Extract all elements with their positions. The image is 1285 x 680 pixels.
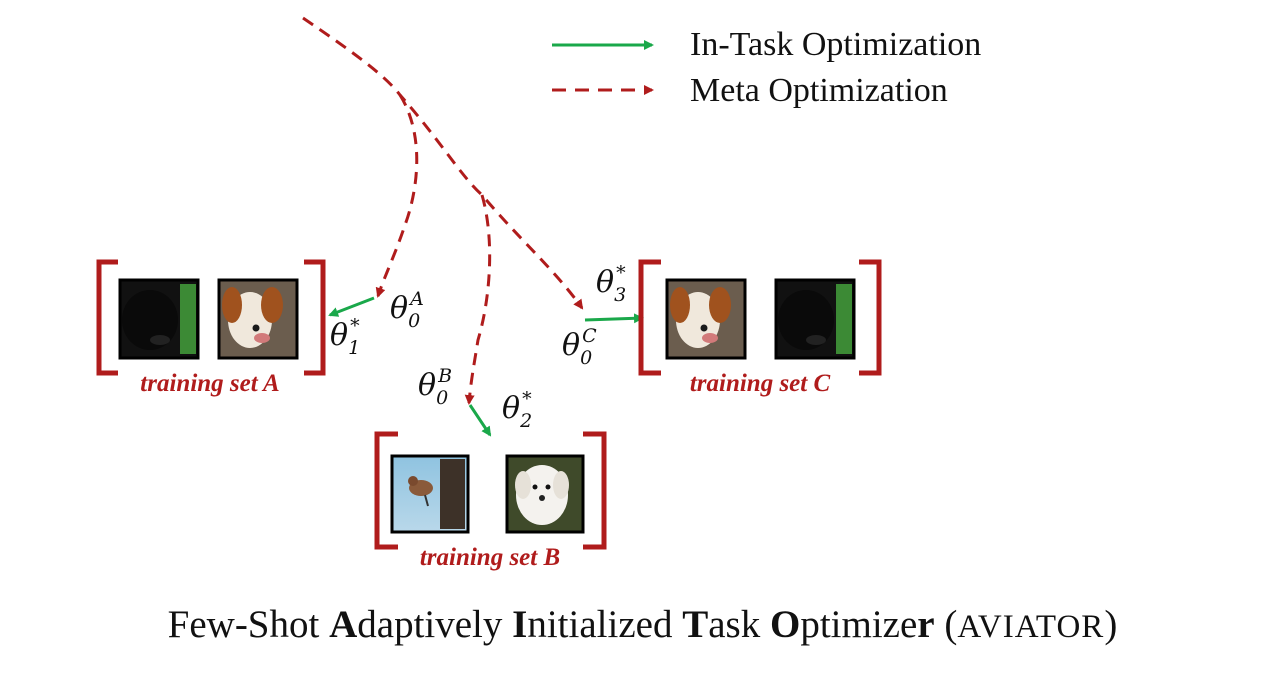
theta-2-star: θ2* <box>502 388 532 432</box>
brown-white-dog-image <box>217 278 299 360</box>
brown-white-dog-image <box>665 278 747 360</box>
legend: In-Task Optimization Meta Optimization <box>552 26 981 109</box>
meta-optimization-paths <box>302 16 584 405</box>
in-task-arrow-a <box>328 296 375 317</box>
theta-1-star: θ1* <box>330 315 360 359</box>
theta-0-c: θ0C <box>562 325 597 369</box>
training-set-b: training set B <box>374 431 607 571</box>
theta-0-a: θ0A <box>390 288 424 332</box>
in-task-arrow-c <box>584 313 644 324</box>
training-set-b-label: training set B <box>420 544 560 571</box>
diagram-canvas: In-Task Optimization Meta Optimization <box>96 16 981 571</box>
in-task-arrows <box>328 296 644 437</box>
bracket-a <box>96 259 326 376</box>
theta-0-b: θ0B <box>418 365 452 409</box>
meta-path-to-a <box>375 94 419 298</box>
training-set-c-label: training set C <box>690 370 831 397</box>
meta-path-main <box>302 16 584 310</box>
legend-meta-label: Meta Optimization <box>690 72 948 109</box>
bracket-b <box>374 431 607 550</box>
figure-caption: Few-Shot Adaptively Initialized Task Opt… <box>167 603 1118 646</box>
meta-path-to-b <box>464 194 492 405</box>
white-puppy-image <box>505 454 585 534</box>
black-dog-image <box>118 278 200 360</box>
theta-3-star: θ3* <box>596 262 626 306</box>
in-task-arrow-b <box>468 404 492 437</box>
legend-in-task-label: In-Task Optimization <box>690 26 981 63</box>
training-set-a-label: training set A <box>140 370 279 397</box>
training-set-a: training set A <box>96 259 326 397</box>
training-set-c: training set C <box>638 259 882 397</box>
bird-image <box>390 454 470 534</box>
black-dog-image <box>774 278 856 360</box>
bracket-c <box>638 259 882 376</box>
